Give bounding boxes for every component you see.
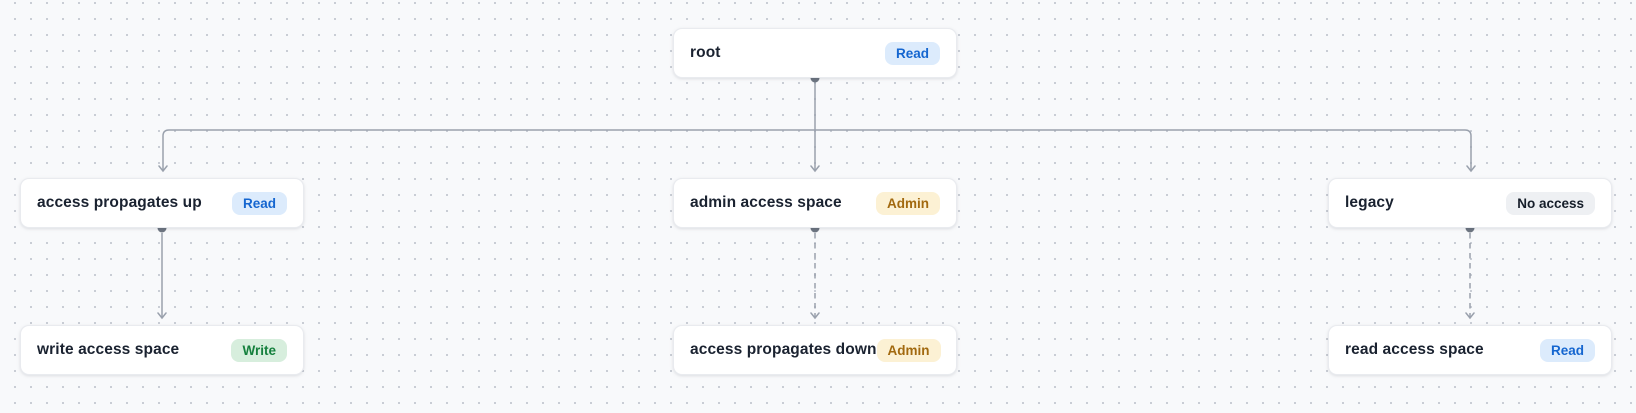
access-badge: No access [1506, 191, 1595, 215]
node-label: root [690, 44, 721, 61]
node-label: read access space [1345, 341, 1484, 358]
flow-node-legacy[interactable]: legacy No access [1328, 178, 1612, 228]
access-badge: Admin [876, 191, 940, 215]
access-badge: Read [1539, 338, 1595, 362]
flow-node-access-propagates-down[interactable]: access propagates down Admin [673, 325, 957, 375]
node-label: legacy [1345, 194, 1394, 211]
access-badge: Read [231, 191, 287, 215]
flow-node-root[interactable]: root Read [673, 28, 957, 78]
flow-node-write-access-space[interactable]: write access space Write [20, 325, 304, 375]
node-label: access propagates down [690, 341, 877, 358]
node-label: write access space [37, 341, 180, 358]
access-badge: Write [231, 338, 287, 362]
node-label: admin access space [690, 194, 842, 211]
flow-node-admin-access-space[interactable]: admin access space Admin [673, 178, 957, 228]
flow-node-read-access-space[interactable]: read access space Read [1328, 325, 1612, 375]
node-label: access propagates up [37, 194, 202, 211]
access-badge: Read [884, 41, 940, 65]
edge-root-to-access-propagates-up[interactable] [158, 129, 815, 173]
flow-node-access-propagates-up[interactable]: access propagates up Read [20, 178, 304, 228]
edge-root-to-legacy[interactable] [815, 129, 1476, 173]
access-badge: Admin [876, 338, 941, 362]
